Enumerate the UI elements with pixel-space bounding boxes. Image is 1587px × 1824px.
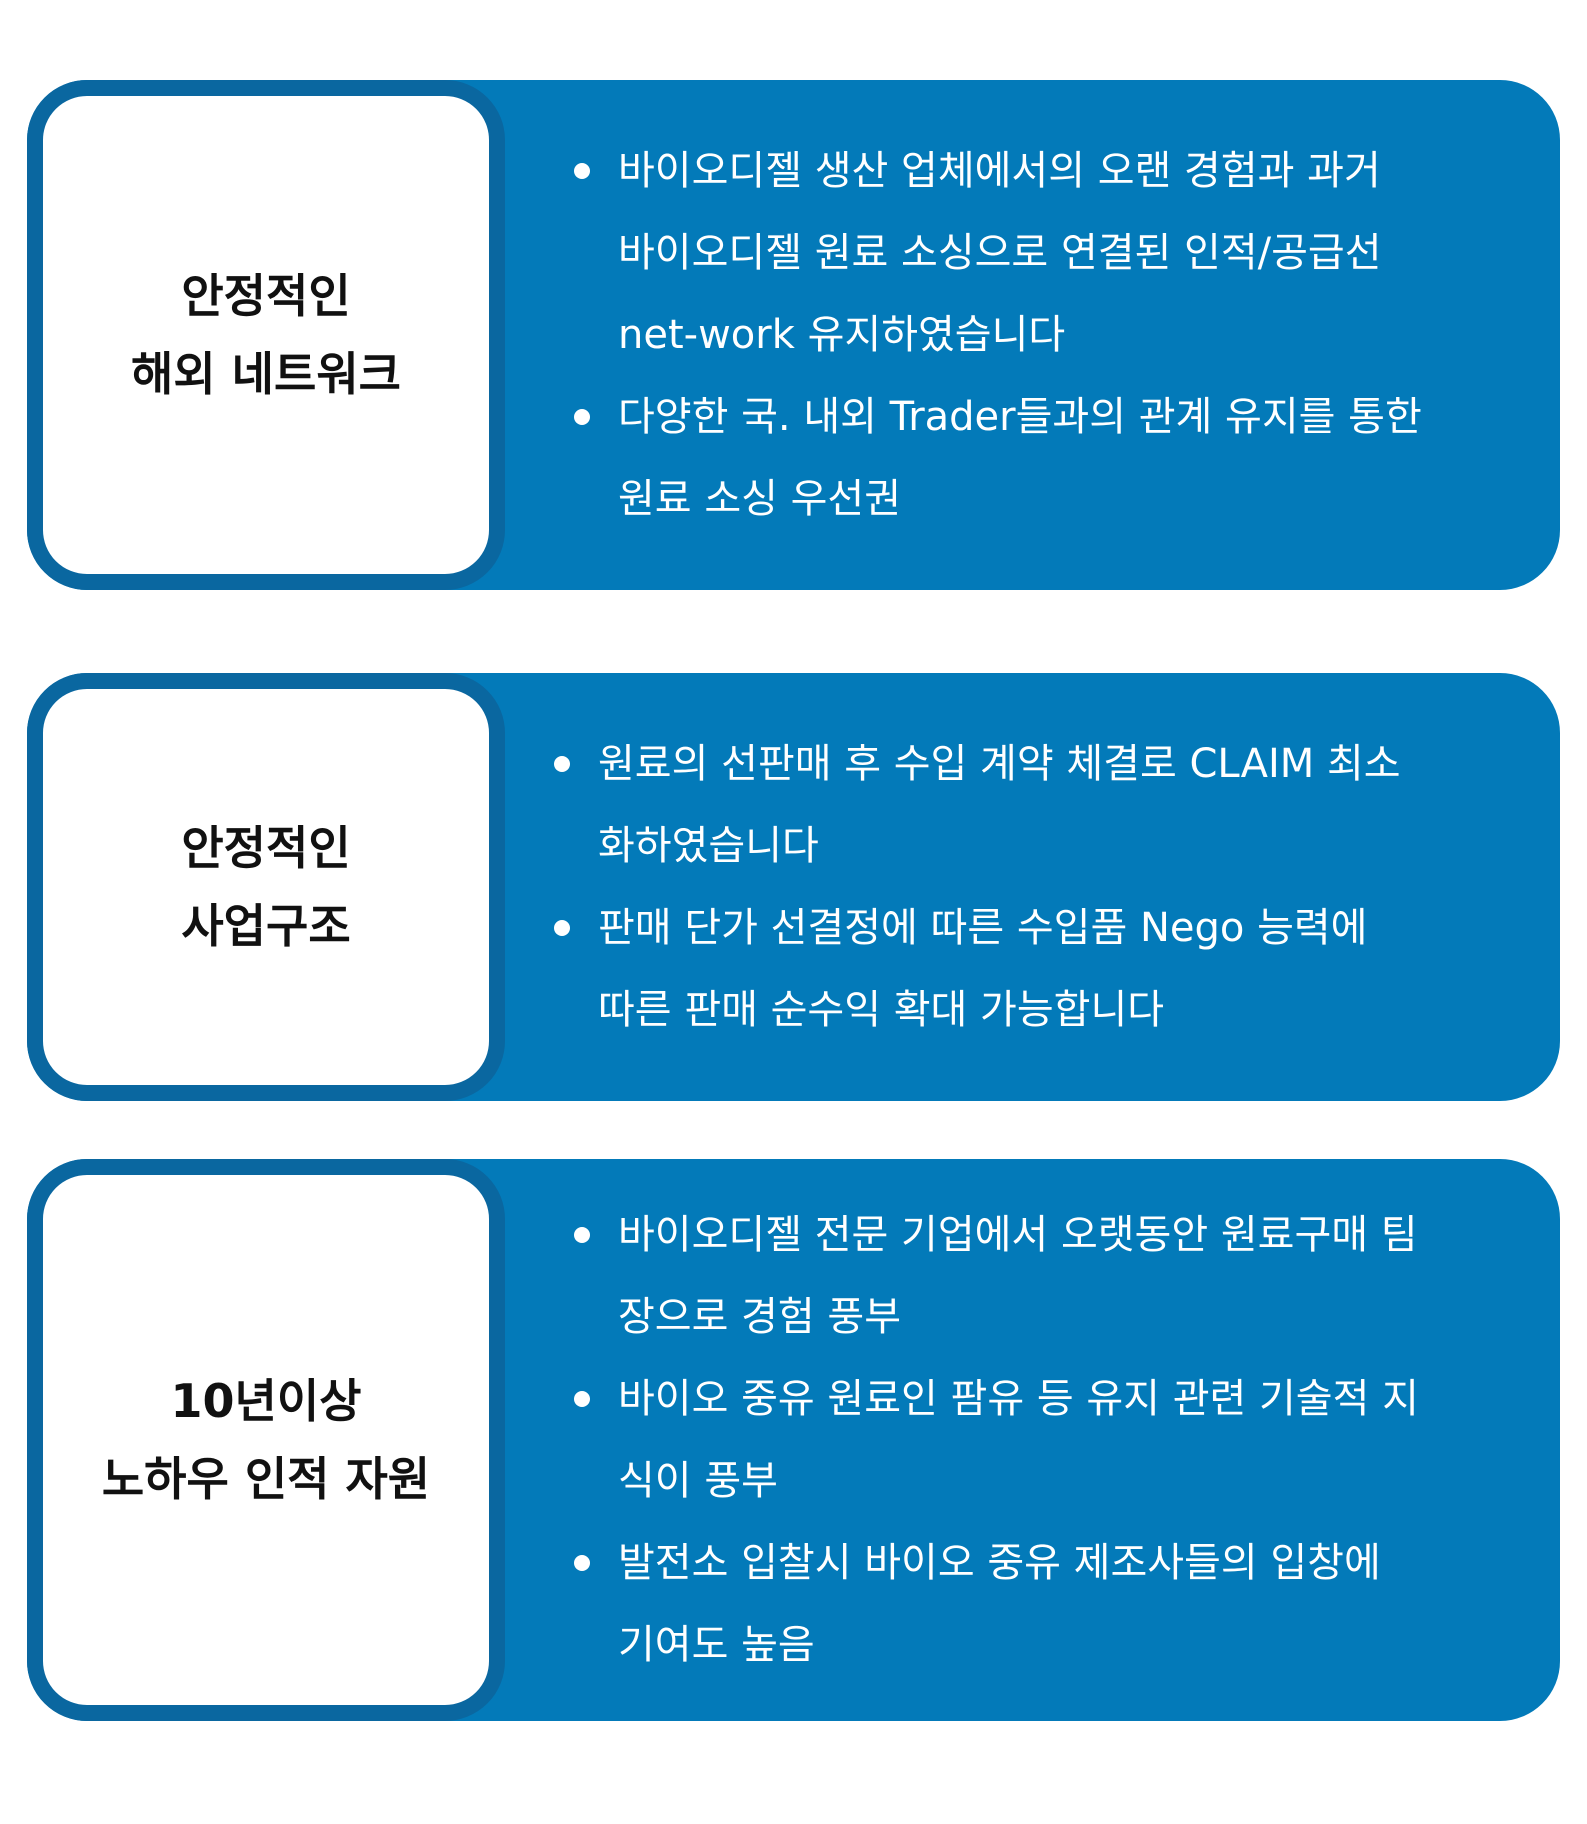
bullet-dot-icon: [554, 756, 570, 772]
bullet-dot-icon: [554, 920, 570, 936]
bullet-text-line: 따른 판매 순수익 확대 가능합니다: [598, 987, 1165, 1033]
bullet-list: 바이오디젤 생산 업체에서의 오랜 경험과 과거 바이오디젤 원료 소싱으로 연…: [562, 80, 1520, 590]
bullet-item: 바이오디젤 생산 업체에서의 오랜 경험과 과거 바이오디젤 원료 소싱으로 연…: [562, 130, 1520, 376]
bullet-text-line: 판매 단가 선결정에 따른 수입품 Nego 능력에: [598, 905, 1368, 951]
bullet-text-line: net-work 유지하였습니다: [618, 312, 1066, 358]
card-label: 안정적인 해외 네트워크: [131, 257, 401, 413]
bullet-text-line: 바이오디젤 생산 업체에서의 오랜 경험과 과거: [618, 148, 1381, 194]
feature-card-overseas-network: 안정적인 해외 네트워크 바이오디젤 생산 업체에서의 오랜 경험과 과거 바이…: [27, 80, 1560, 590]
card-label-line: 해외 네트워크: [131, 347, 401, 401]
bullet-text-line: 기여도 높음: [618, 1622, 815, 1668]
card-label-line: 노하우 인적 자원: [101, 1452, 431, 1506]
bullet-item: 다양한 국. 내외 Trader들과의 관계 유지를 통한 원료 소싱 우선권: [562, 376, 1520, 540]
bullet-item: 원료의 선판매 후 수입 계약 체결로 CLAIM 최소 화하였습니다: [542, 723, 1520, 887]
card-label: 10년이상 노하우 인적 자원: [102, 1362, 430, 1518]
card-label-line: 10년이상: [170, 1374, 362, 1428]
bullet-text-line: 바이오디젤 전문 기업에서 오랫동안 원료구매 팀: [618, 1212, 1418, 1258]
bullet-text-line: 바이오디젤 원료 소싱으로 연결된 인적/공급선: [618, 230, 1382, 276]
bullet-dot-icon: [574, 1391, 590, 1407]
bullet-item: 바이오 중유 원료인 팜유 등 유지 관련 기술적 지 식이 풍부: [562, 1358, 1520, 1522]
card-label-box: 안정적인 해외 네트워크: [27, 80, 505, 590]
feature-card-business-structure: 안정적인 사업구조 원료의 선판매 후 수입 계약 체결로 CLAIM 최소 화…: [27, 673, 1560, 1101]
bullet-text-line: 다양한 국. 내외 Trader들과의 관계 유지를 통한: [618, 394, 1422, 440]
bullet-text-line: 원료 소싱 우선권: [618, 476, 902, 522]
bullet-text-line: 원료의 선판매 후 수입 계약 체결로 CLAIM 최소: [598, 741, 1401, 787]
bullet-text-line: 식이 풍부: [618, 1458, 778, 1504]
card-label-line: 안정적인: [181, 269, 351, 323]
card-label-box: 10년이상 노하우 인적 자원: [27, 1159, 505, 1721]
bullet-list: 원료의 선판매 후 수입 계약 체결로 CLAIM 최소 화하였습니다 판매 단…: [542, 673, 1520, 1101]
bullet-dot-icon: [574, 163, 590, 179]
card-label-line: 사업구조: [181, 899, 351, 953]
feature-card-human-resources: 10년이상 노하우 인적 자원 바이오디젤 전문 기업에서 오랫동안 원료구매 …: [27, 1159, 1560, 1721]
card-label: 안정적인 사업구조: [181, 809, 350, 965]
bullet-text-line: 화하였습니다: [598, 823, 819, 869]
bullet-list: 바이오디젤 전문 기업에서 오랫동안 원료구매 팀 장으로 경험 풍부 바이오 …: [562, 1159, 1520, 1721]
bullet-text-line: 장으로 경험 풍부: [618, 1294, 902, 1340]
card-label-line: 안정적인: [181, 821, 351, 875]
bullet-item: 발전소 입찰시 바이오 중유 제조사들의 입창에 기여도 높음: [562, 1522, 1520, 1686]
bullet-text-line: 바이오 중유 원료인 팜유 등 유지 관련 기술적 지: [618, 1376, 1419, 1422]
bullet-item: 바이오디젤 전문 기업에서 오랫동안 원료구매 팀 장으로 경험 풍부: [562, 1194, 1520, 1358]
bullet-dot-icon: [574, 1555, 590, 1571]
bullet-dot-icon: [574, 409, 590, 425]
bullet-text-line: 발전소 입찰시 바이오 중유 제조사들의 입창에: [618, 1540, 1381, 1586]
bullet-dot-icon: [574, 1227, 590, 1243]
card-label-box: 안정적인 사업구조: [27, 673, 505, 1101]
bullet-item: 판매 단가 선결정에 따른 수입품 Nego 능력에 따른 판매 순수익 확대 …: [542, 887, 1520, 1051]
